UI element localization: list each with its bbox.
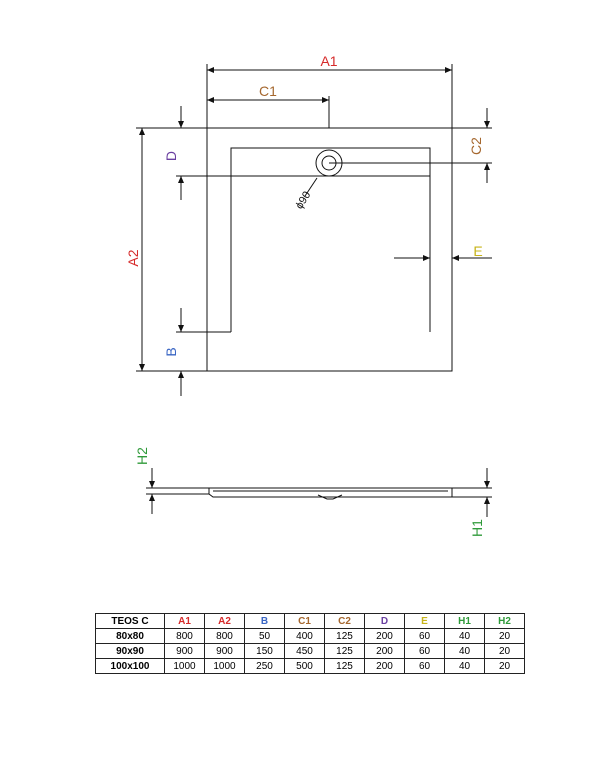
- table-cell: 900: [164, 643, 205, 659]
- table-cell: 200: [364, 628, 405, 644]
- table-cell: 200: [364, 643, 405, 659]
- table-header: TEOS C: [95, 613, 165, 629]
- table-cell: 80x80: [95, 628, 165, 644]
- table-cell: 150: [244, 643, 285, 659]
- inner-channel: [230, 147, 431, 332]
- table-header: A1: [164, 613, 205, 629]
- label-b: B: [163, 347, 179, 356]
- table-cell: 500: [284, 658, 325, 674]
- table-header: B: [244, 613, 285, 629]
- table-cell: 40: [444, 643, 485, 659]
- drain-profile: [317, 494, 343, 500]
- side-view: [146, 468, 492, 517]
- table-header: A2: [204, 613, 245, 629]
- label-c1: C1: [259, 83, 277, 99]
- table-header: C1: [284, 613, 325, 629]
- table-row: 90x90 900 900 150 450 125 200 60 40 20: [95, 643, 525, 659]
- label-h2: H2: [134, 447, 150, 465]
- table-cell: 400: [284, 628, 325, 644]
- label-drain-diameter: ϕ90: [293, 189, 313, 211]
- table-cell: 20: [484, 628, 525, 644]
- table-cell: 90x90: [95, 643, 165, 659]
- label-a1: A1: [320, 53, 337, 69]
- label-h1: H1: [469, 519, 485, 537]
- table-header: H2: [484, 613, 525, 629]
- table-cell: 125: [324, 643, 365, 659]
- table-cell: 1000: [164, 658, 205, 674]
- table-cell: 60: [404, 658, 445, 674]
- table-header: D: [364, 613, 405, 629]
- table-cell: 40: [444, 658, 485, 674]
- table-cell: 20: [484, 643, 525, 659]
- table-cell: 125: [324, 628, 365, 644]
- table-cell: 800: [204, 628, 245, 644]
- table-header: E: [404, 613, 445, 629]
- top-view: [136, 64, 492, 396]
- table-cell: 40: [444, 628, 485, 644]
- table-row: 100x100 1000 1000 250 500 125 200 60 40 …: [95, 658, 525, 674]
- label-e: E: [473, 243, 482, 259]
- table-row: 80x80 800 800 50 400 125 200 60 40 20: [95, 628, 525, 644]
- tray-outline: [206, 127, 453, 372]
- label-a2: A2: [125, 249, 141, 266]
- label-d: D: [163, 151, 179, 161]
- label-c2: C2: [468, 137, 484, 155]
- table-header-row: TEOS C A1 A2 B C1 C2 D E H1 H2: [95, 613, 525, 629]
- table-cell: 60: [404, 628, 445, 644]
- table-cell: 20: [484, 658, 525, 674]
- table-cell: 1000: [204, 658, 245, 674]
- table-cell: 125: [324, 658, 365, 674]
- table-cell: 60: [404, 643, 445, 659]
- table-header: H1: [444, 613, 485, 629]
- table-header: C2: [324, 613, 365, 629]
- table-cell: 800: [164, 628, 205, 644]
- table-cell: 50: [244, 628, 285, 644]
- tray-profile: [208, 487, 453, 498]
- technical-drawing: A1 C1 C2 D A2 B E ϕ90 H2 H1: [125, 53, 492, 537]
- drain-diameter-leader: [304, 177, 318, 197]
- table-cell: 250: [244, 658, 285, 674]
- table-cell: 900: [204, 643, 245, 659]
- table-cell: 450: [284, 643, 325, 659]
- dimensions-table: TEOS C A1 A2 B C1 C2 D E H1 H2 80x80 800…: [95, 613, 525, 674]
- table-cell: 100x100: [95, 658, 165, 674]
- table-cell: 200: [364, 658, 405, 674]
